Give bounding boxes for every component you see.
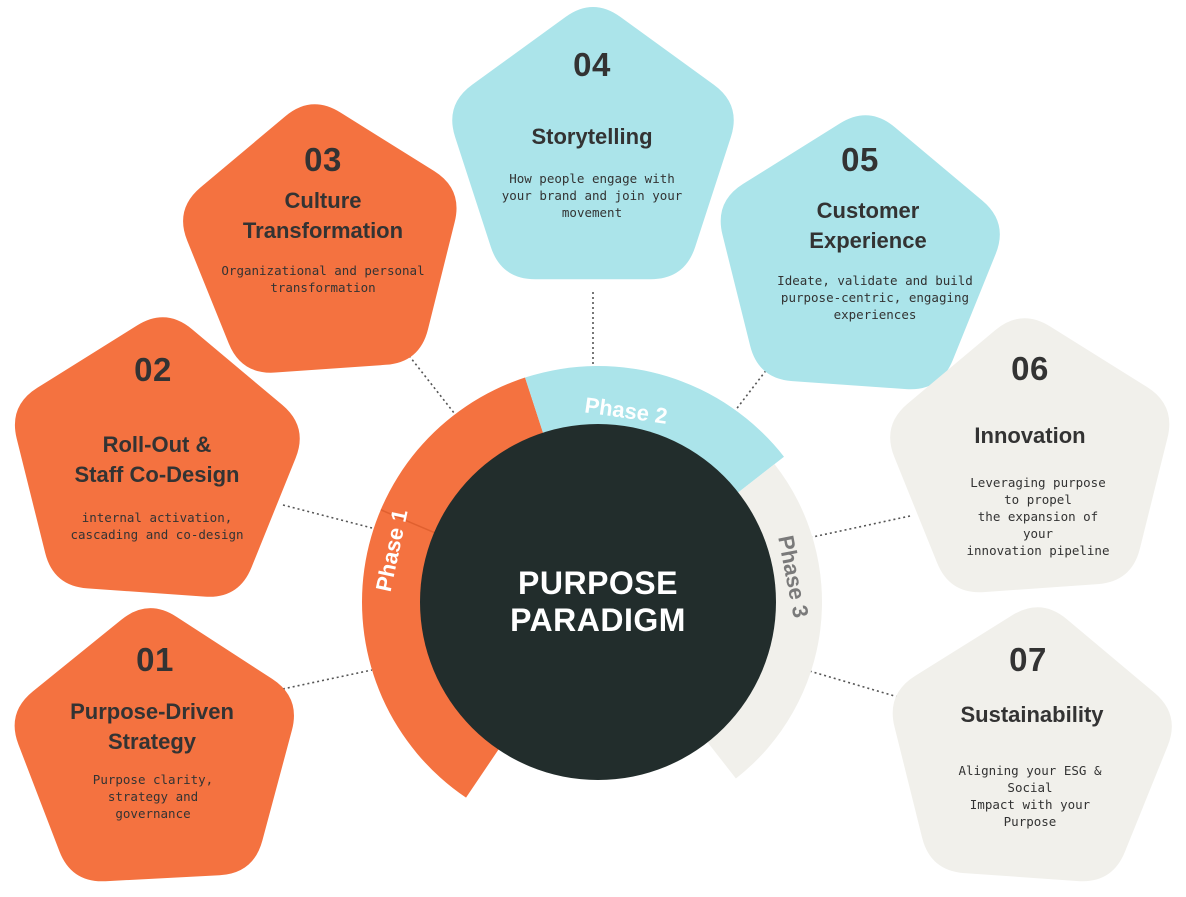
item-04-title: Storytelling [531, 124, 653, 149]
item-05-description: Ideate, validate and build purpose-centr… [777, 273, 973, 322]
item-05-number: 05 [841, 141, 879, 178]
connector-line-3 [402, 347, 459, 419]
item-01-description: Purpose clarity, strategy and governance [92, 772, 214, 821]
item-03-title: Culture Transformation [242, 188, 404, 243]
pentagon-item-03 [183, 104, 457, 373]
item-07-number: 07 [1009, 641, 1047, 678]
item-01-title: Purpose-Driven Strategy [70, 699, 234, 754]
pentagon-item-07 [892, 607, 1172, 882]
phase-2-ring-segment [525, 366, 784, 495]
item-04-number: 04 [573, 46, 611, 83]
connector-line-6 [807, 515, 911, 539]
item-02-title: Roll-Out & Staff Co-Design [74, 432, 240, 487]
center-label: PURPOSE PARADIGM [510, 565, 686, 638]
phase-1-ring-segment [361, 377, 545, 798]
connector-line-2 [282, 504, 373, 529]
item-05-title: Customer Experience [809, 198, 927, 253]
phase-1-segment-divider [380, 509, 439, 535]
phase-3-ring-segment [705, 464, 823, 779]
item-06-description: Leveraging purpose to propel the expansi… [966, 475, 1110, 558]
item-06-title: Innovation [974, 423, 1086, 448]
connector-line-7 [805, 669, 899, 698]
center-circle [420, 424, 776, 780]
item-02-number: 02 [134, 351, 172, 388]
pentagon-item-02 [14, 317, 300, 597]
connector-line-1 [277, 669, 373, 691]
pentagon-item-01 [14, 608, 294, 882]
item-01-number: 01 [136, 641, 174, 678]
item-07-description: Aligning your ESG & Social Impact with y… [958, 763, 1102, 829]
pentagon-item-05 [720, 115, 1000, 390]
pentagon-group [14, 6, 1172, 882]
item-04-description: How people engage with your brand and jo… [501, 171, 683, 220]
item-07-title: Sustainability [960, 702, 1104, 727]
item-03-number: 03 [304, 141, 342, 178]
item-03-description: Organizational and personal transformati… [221, 263, 425, 295]
item-06-number: 06 [1011, 350, 1049, 387]
item-02-description: internal activation, cascading and co-de… [70, 510, 244, 542]
pentagon-item-06 [890, 318, 1170, 593]
pentagon-item-04 [452, 6, 734, 280]
